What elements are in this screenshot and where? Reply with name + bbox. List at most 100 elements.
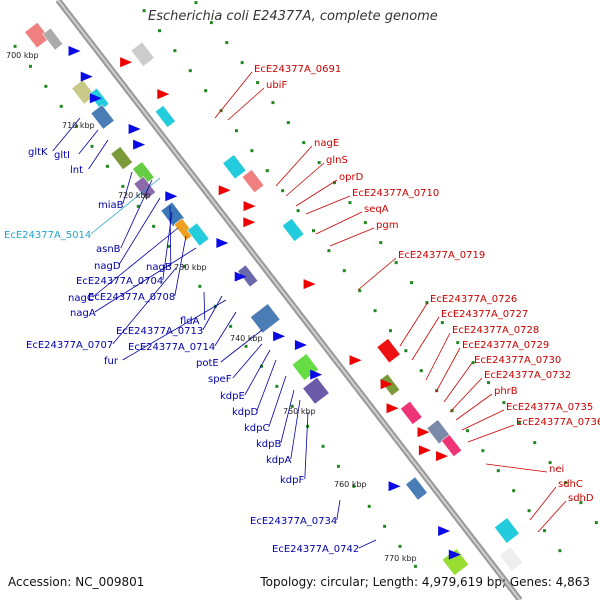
tick-dot [265,169,269,173]
gene-labels: EcE24377A_0691ubiFnagEglnSoprDEcE24377A_… [4,64,600,555]
forward-gene-arrow [218,185,231,196]
forward-gene-arrow [157,89,170,100]
tick-dot [75,124,79,128]
gene-label-forward: pgm [376,220,398,231]
gene-feature-block [222,154,247,180]
scale-tick-label: 740 kbp [230,334,263,343]
gene-label-reverse: nagD [94,261,121,272]
gene-feature-block [241,169,265,194]
gene-feature-block [376,338,401,364]
leader-line [280,389,295,444]
reverse-gene-arrow [133,139,146,150]
leader-line [122,299,227,361]
gene-feature-block [400,400,423,425]
scale-tick-label: 710 kbp [62,121,95,130]
leader-line [411,316,440,361]
tick-dot [182,264,186,268]
tick-dot [383,524,387,528]
tick-dot [456,341,460,345]
leader-line [425,332,451,381]
tick-dot [317,161,321,165]
leader-line [232,343,263,379]
tick-dot [579,501,583,505]
gene-label-forward: sdhD [568,493,594,504]
forward-gene-arrow [243,217,256,228]
tick-dot [404,349,408,353]
reverse-gene-arrow [216,237,229,248]
gene-feature-block [90,104,115,130]
gene-label-reverse: gltI [54,150,70,161]
tick-dot [542,529,546,533]
leader-line [399,301,429,347]
forward-gene-arrow [243,201,256,212]
reverse-gene-arrow [80,71,93,82]
leader-line [358,539,377,549]
gene-feature-block [441,434,463,457]
leader-line [220,329,263,363]
tick-dot [363,221,367,225]
gene-label-reverse: EcE24377A_0707 [26,340,113,351]
gene-feature-block [405,476,428,501]
tick-dot [527,509,531,513]
tick-dot [533,441,537,445]
tick-dot [425,301,429,305]
gene-label-reverse: fldA [180,316,200,327]
topology-summary: Topology: circular; Length: 4,979,619 bp… [260,575,590,589]
tick-dot [352,484,356,488]
gene-feature-block [302,376,330,405]
tick-dot [275,384,279,388]
tick-dot [398,544,402,548]
tick-dot [496,469,500,473]
forward-gene-arrow [349,355,362,366]
gene-label-forward: EcE24377A_0727 [441,309,528,320]
tick-dot [327,249,331,253]
tick-dot [198,284,202,288]
gene-feature-block [494,517,520,544]
leader-line [118,197,161,266]
tick-dot [487,381,491,385]
tick-dot [367,504,371,508]
tick-dot [373,309,377,313]
reverse-gene-arrow [273,331,286,342]
gene-label-forward: EcE24377A_0736 [516,417,600,428]
tick-dot [358,289,362,293]
gene-label-forward: glnS [326,155,348,166]
leader-line [537,500,567,533]
tick-dot [142,9,146,13]
scale-tick-label: 700 kbp [6,51,39,60]
tick-dot [105,164,109,168]
tick-dot [296,209,300,213]
leader-line [336,499,341,521]
forward-gene-arrow [380,379,393,390]
leader-line [256,359,277,412]
gene-label-forward: EcE24377A_0730 [474,355,561,366]
tick-dot [502,401,506,405]
tick-dot [167,244,171,248]
gene-label-reverse: EcE24377A_0734 [250,516,337,527]
tick-dot [244,344,248,348]
tick-dot [379,241,383,245]
leader-line [304,411,309,480]
leader-line [315,211,363,235]
gene-feature-block [132,161,155,186]
tick-dot [321,444,325,448]
leader-line [329,227,375,247]
tick-dot [157,29,161,33]
leader-line [162,211,173,281]
tick-dot [419,369,423,373]
tick-dot [336,464,340,468]
gene-feature-block [499,546,524,572]
leader-line [214,71,253,119]
leader-line [449,377,483,413]
gene-feature-block [42,27,64,51]
tick-dot [342,269,346,273]
tick-dot [240,61,244,65]
gene-features [24,22,524,576]
leader-line [78,129,99,155]
gene-feature-block [130,41,155,67]
tick-dot [90,144,94,148]
tick-dot [59,104,63,108]
leader-line [112,267,177,345]
tick-dot [413,564,417,568]
